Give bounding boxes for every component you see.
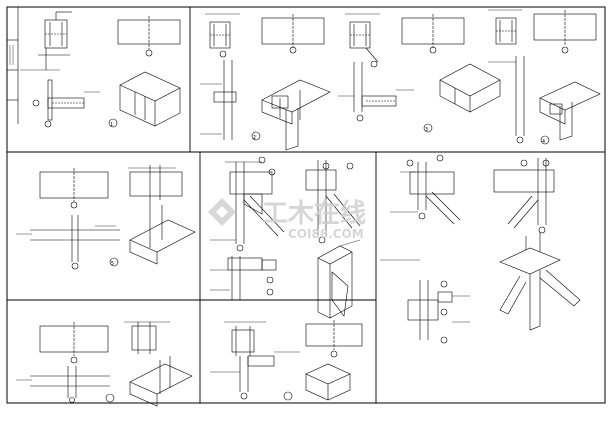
svg-text:5: 5 (111, 261, 114, 267)
section-marker-icon (108, 118, 118, 128)
panel-8 (16, 321, 193, 407)
section-marker-icon (105, 393, 115, 403)
section-marker-icon (109, 257, 119, 267)
watermark-url: COI88.COM (288, 227, 364, 241)
watermark (208, 198, 236, 226)
panel-1: 1 (20, 11, 181, 128)
section-marker-icon (423, 123, 433, 133)
svg-text:3: 3 (425, 127, 428, 133)
svg-text:2: 2 (253, 135, 256, 141)
panel-4: 4 (439, 9, 601, 145)
panel-7 (380, 154, 581, 344)
section-marker-icon (283, 391, 293, 401)
panel-grid (7, 7, 605, 403)
section-marker-icon (540, 135, 550, 145)
panel-2: 2 (200, 13, 331, 151)
title-strip (7, 7, 19, 124)
sheet-border (6, 6, 606, 404)
panel-9 (210, 320, 363, 401)
panel-5: 5 (16, 165, 196, 270)
panel-6 (210, 156, 361, 319)
svg-text:4: 4 (542, 139, 545, 145)
watermark-brand: 工木在线 (262, 199, 366, 229)
section-marker-icon (251, 131, 261, 141)
panel-3: 3 (338, 13, 465, 133)
svg-text:1: 1 (110, 122, 113, 128)
